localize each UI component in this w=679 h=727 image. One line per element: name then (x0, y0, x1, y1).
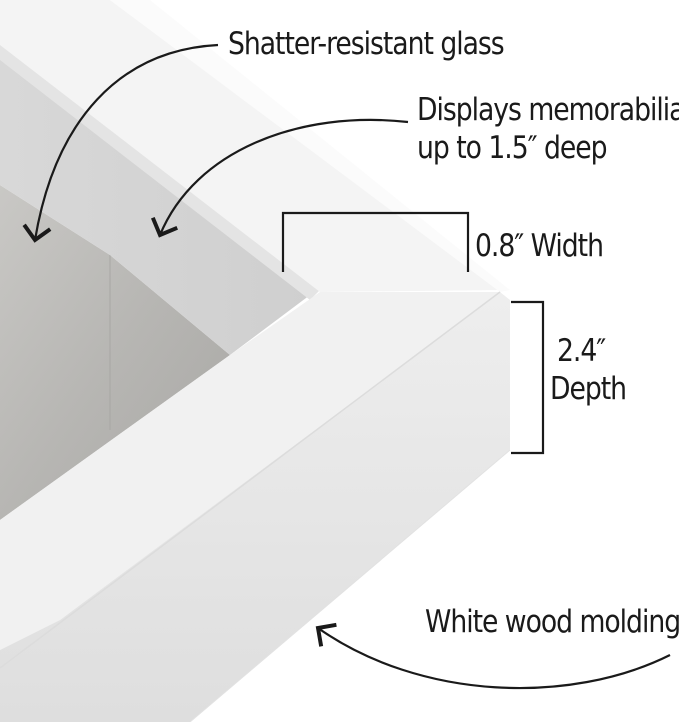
memorabilia-label-line1: Displays memorabilia (417, 92, 679, 128)
depth-bracket (511, 300, 545, 455)
frame-bottom-face (0, 292, 500, 650)
width-bracket (281, 211, 470, 272)
backing-board (0, 185, 230, 520)
depth-value-label: 2.4″ (557, 333, 606, 369)
frame-outer-top-edge (110, 0, 510, 292)
frame-side-depth (0, 292, 510, 722)
memorabilia-label-line2: up to 1.5″ deep (417, 130, 608, 166)
width-label: 0.8″ Width (475, 228, 604, 264)
memorabilia-arrow (151, 118, 409, 238)
glass-border-top (0, 55, 310, 355)
molding-label: White wood molding (425, 604, 679, 640)
glass-label: Shatter-resistant glass (228, 26, 505, 62)
glass-arrow (22, 43, 219, 243)
molding-arrow (315, 622, 671, 690)
depth-label: Depth (550, 371, 627, 407)
